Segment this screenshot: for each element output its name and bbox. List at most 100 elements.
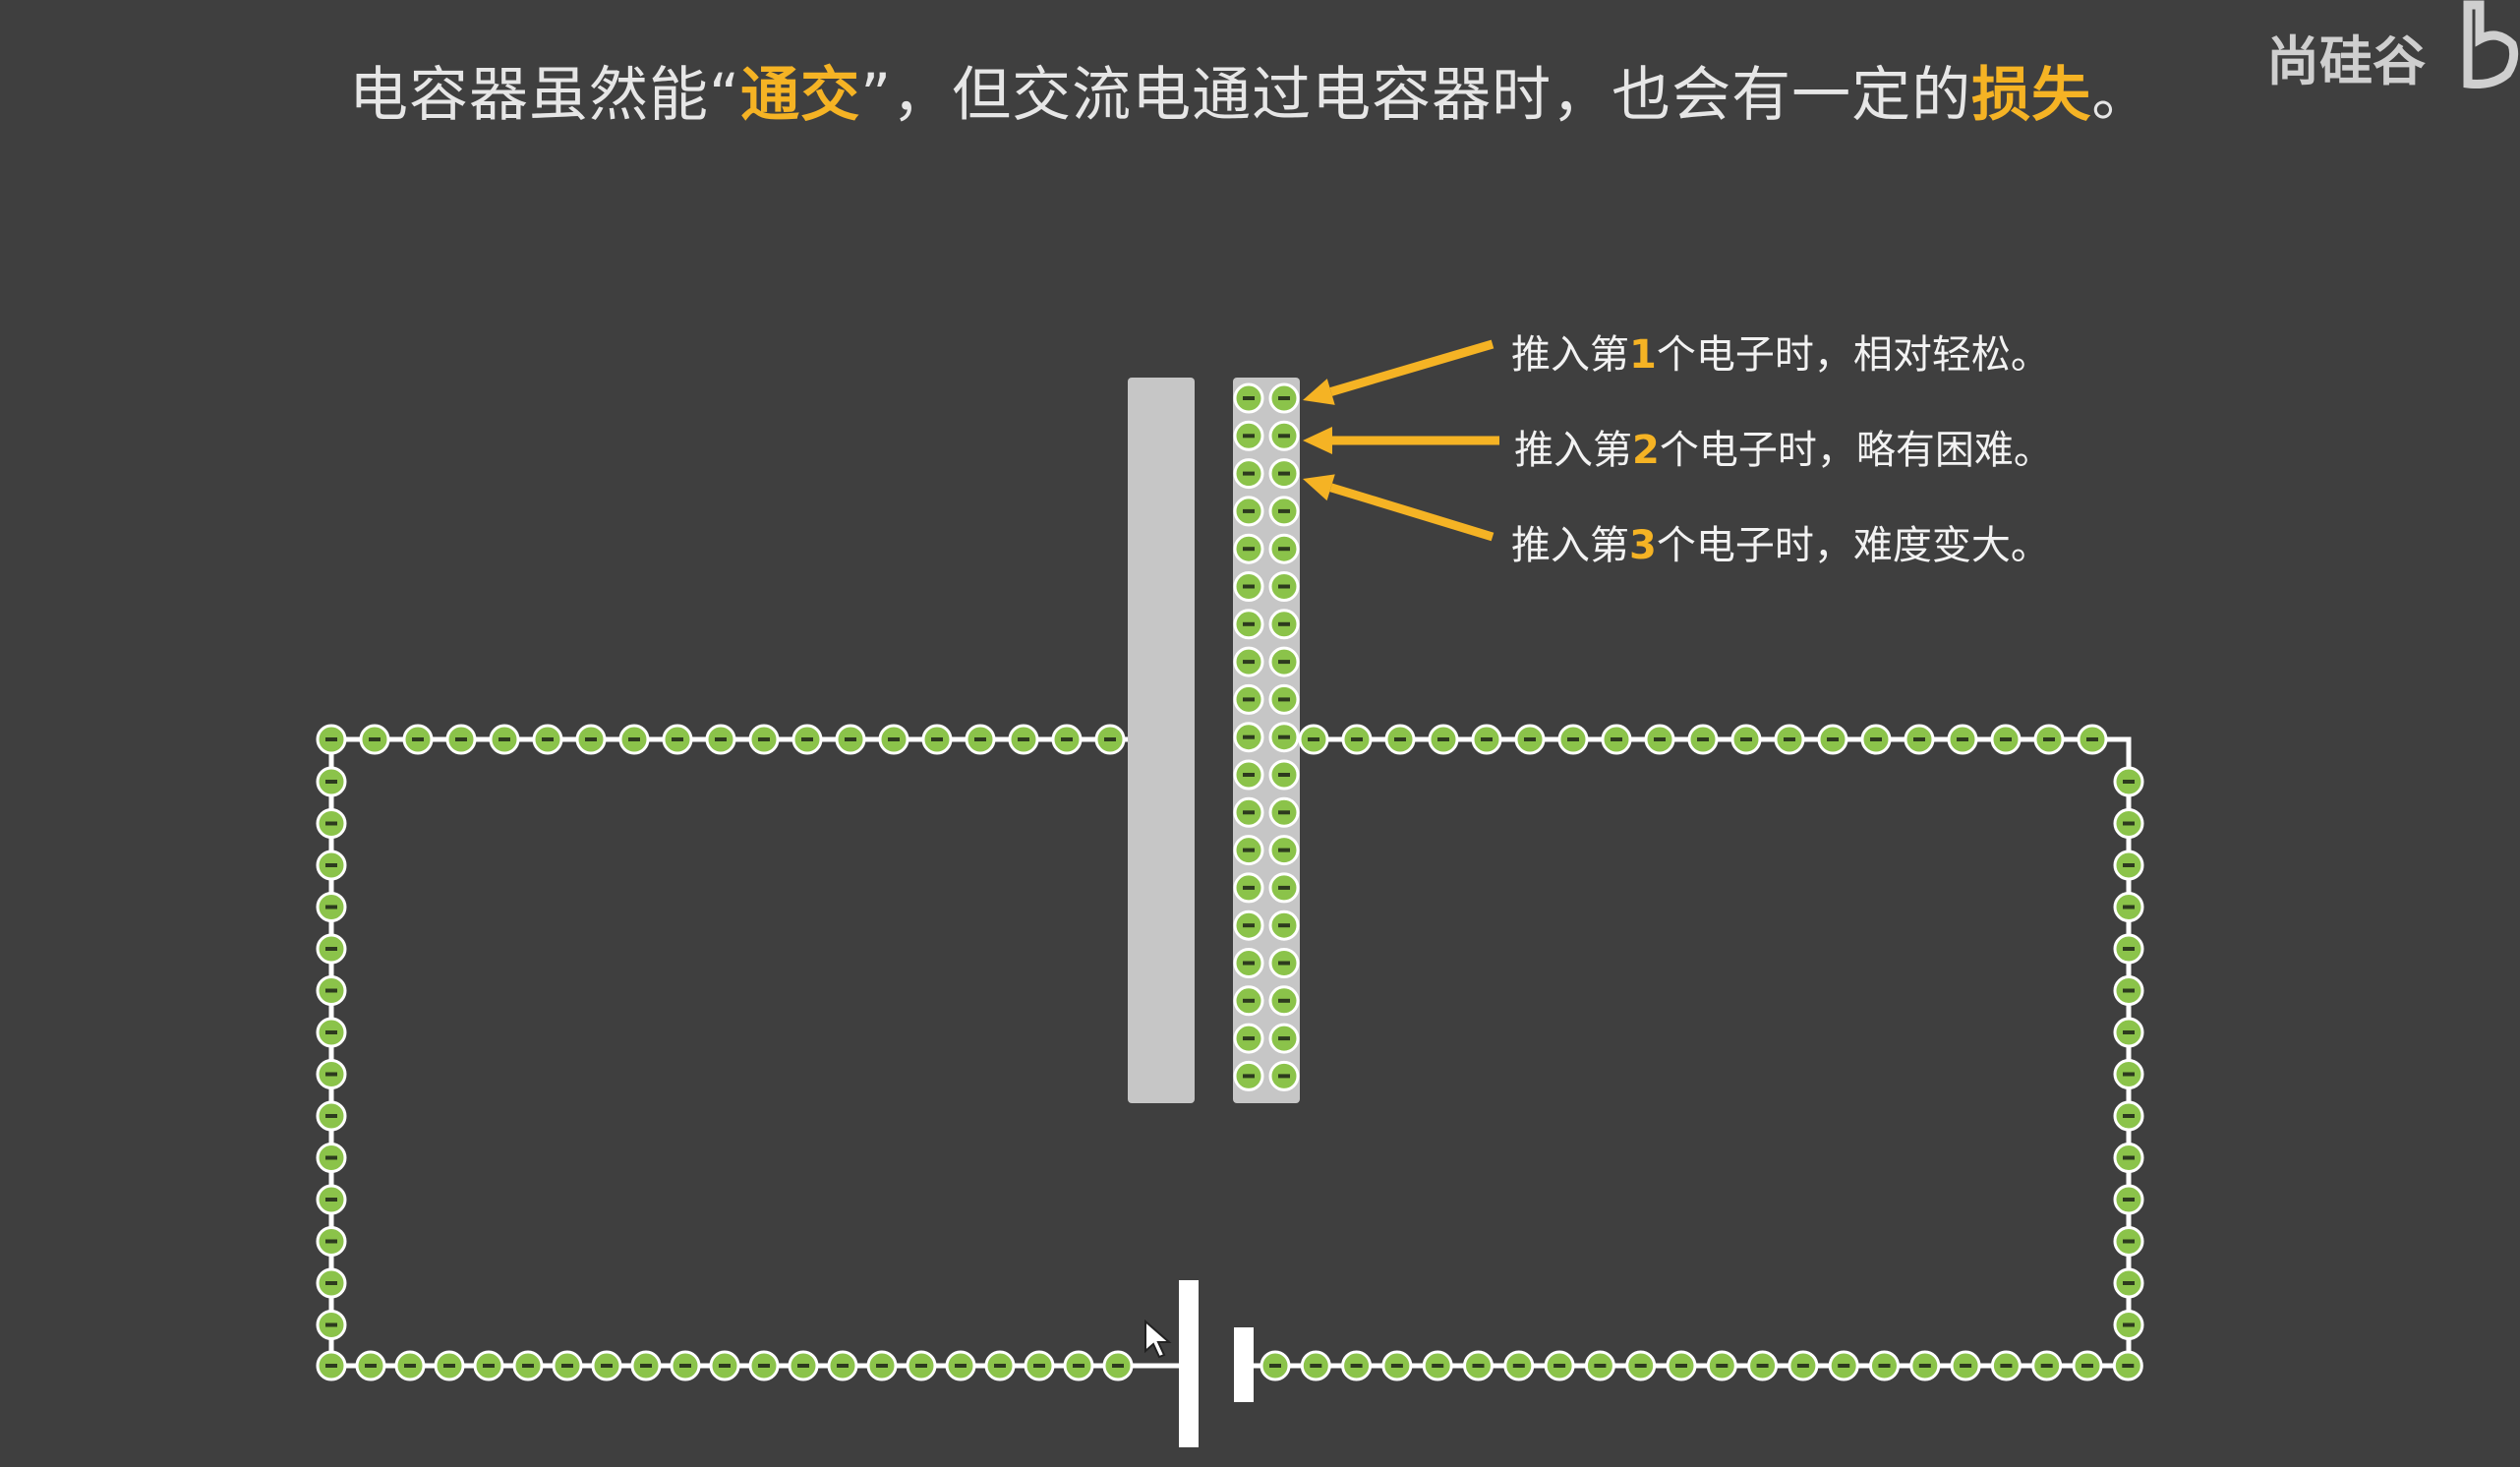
electron: [878, 724, 909, 755]
electron: [1233, 533, 1264, 564]
electron: [1233, 948, 1264, 978]
electron: [2113, 1017, 2144, 1048]
electron: [1730, 724, 1762, 755]
electron: [316, 933, 347, 965]
electron: [1233, 609, 1264, 640]
electron: [2113, 808, 2144, 839]
electron: [2113, 1267, 2144, 1299]
annotation-2: 推入第2个电子时，略有困难。: [1514, 428, 2053, 473]
electron: [1024, 1350, 1055, 1381]
electron: [1860, 724, 1892, 755]
electron: [1268, 533, 1300, 564]
logo-text: 尚硅谷: [2266, 30, 2426, 92]
electron: [984, 1350, 1016, 1381]
electron: [316, 892, 347, 922]
electron: [1787, 1350, 1819, 1381]
battery-long-plate: [1179, 1280, 1199, 1447]
electron: [1233, 910, 1264, 941]
electron: [1706, 1350, 1737, 1381]
electron: [1268, 458, 1300, 490]
electron: [1268, 646, 1300, 677]
electron: [2113, 892, 2144, 922]
electron: [1950, 1350, 1981, 1381]
electron: [316, 1226, 347, 1257]
electron: [1233, 458, 1264, 490]
electron: [1268, 1023, 1300, 1054]
electron: [1233, 571, 1264, 602]
electron: [2077, 724, 2108, 755]
electron: [1233, 683, 1264, 715]
electron: [1233, 420, 1264, 451]
electron: [1557, 724, 1589, 755]
electron: [316, 808, 347, 839]
electron: [316, 766, 347, 797]
electron: [827, 1350, 858, 1381]
electron: [1828, 1350, 1859, 1381]
title-highlight-2: 损失: [1971, 61, 2092, 130]
electron: [316, 724, 347, 755]
electron: [359, 724, 390, 755]
electron: [394, 1350, 426, 1381]
electron: [1008, 724, 1039, 755]
electron: [1051, 724, 1083, 755]
electron: [316, 1100, 347, 1132]
electron: [1268, 1060, 1300, 1091]
title-highlight-1: 通交: [740, 61, 861, 130]
electron: [1268, 609, 1300, 640]
electron: [618, 724, 650, 755]
electron: [512, 1350, 544, 1381]
capacitor-left-plate: [1128, 378, 1195, 1103]
electron: [1268, 382, 1300, 414]
electron: [1947, 724, 1978, 755]
electron: [1102, 1350, 1134, 1381]
electron: [1063, 1350, 1094, 1381]
electron: [2113, 1059, 2144, 1089]
electron: [552, 1350, 583, 1381]
electron: [445, 724, 477, 755]
electron: [316, 1184, 347, 1215]
electron: [1268, 948, 1300, 978]
electron: [1233, 985, 1264, 1017]
electron: [2113, 1184, 2144, 1215]
electron: [1341, 724, 1373, 755]
electron: [1687, 724, 1719, 755]
electron: [1990, 1350, 2022, 1381]
electron: [1268, 496, 1300, 527]
electron: [1233, 1023, 1264, 1054]
title-text-3: 。: [2091, 61, 2152, 130]
electron: [434, 1350, 465, 1381]
annotation-3: 推入第3个电子时，难度变大。: [1511, 523, 2050, 568]
electron: [2072, 1350, 2103, 1381]
electron: [788, 1350, 819, 1381]
electron: [662, 724, 693, 755]
electron: [835, 724, 866, 755]
electron: [2113, 766, 2144, 797]
electron: [1601, 724, 1632, 755]
electron: [1260, 1350, 1291, 1381]
electron: [1233, 1060, 1264, 1091]
electron: [1233, 759, 1264, 791]
electron: [1384, 724, 1416, 755]
electron: [1094, 724, 1126, 755]
annotation-arrow: [1303, 474, 1494, 542]
electron: [1268, 872, 1300, 904]
electron: [2113, 850, 2144, 881]
battery-short-plate: [1234, 1327, 1254, 1402]
electron: [705, 724, 736, 755]
electron: [1463, 1350, 1494, 1381]
electron: [2113, 975, 2144, 1006]
electron: [1268, 759, 1300, 791]
electron: [532, 724, 563, 755]
electron: [2113, 1143, 2144, 1173]
electron: [748, 724, 780, 755]
annotation-arrow: [1303, 339, 1494, 405]
electron: [316, 1059, 347, 1089]
electron: [316, 1310, 347, 1340]
electron: [2112, 1350, 2143, 1381]
title-text-1: 电容器虽然能“: [349, 61, 741, 130]
electron: [575, 724, 607, 755]
electron: [1341, 1350, 1373, 1381]
electron: [1268, 835, 1300, 866]
